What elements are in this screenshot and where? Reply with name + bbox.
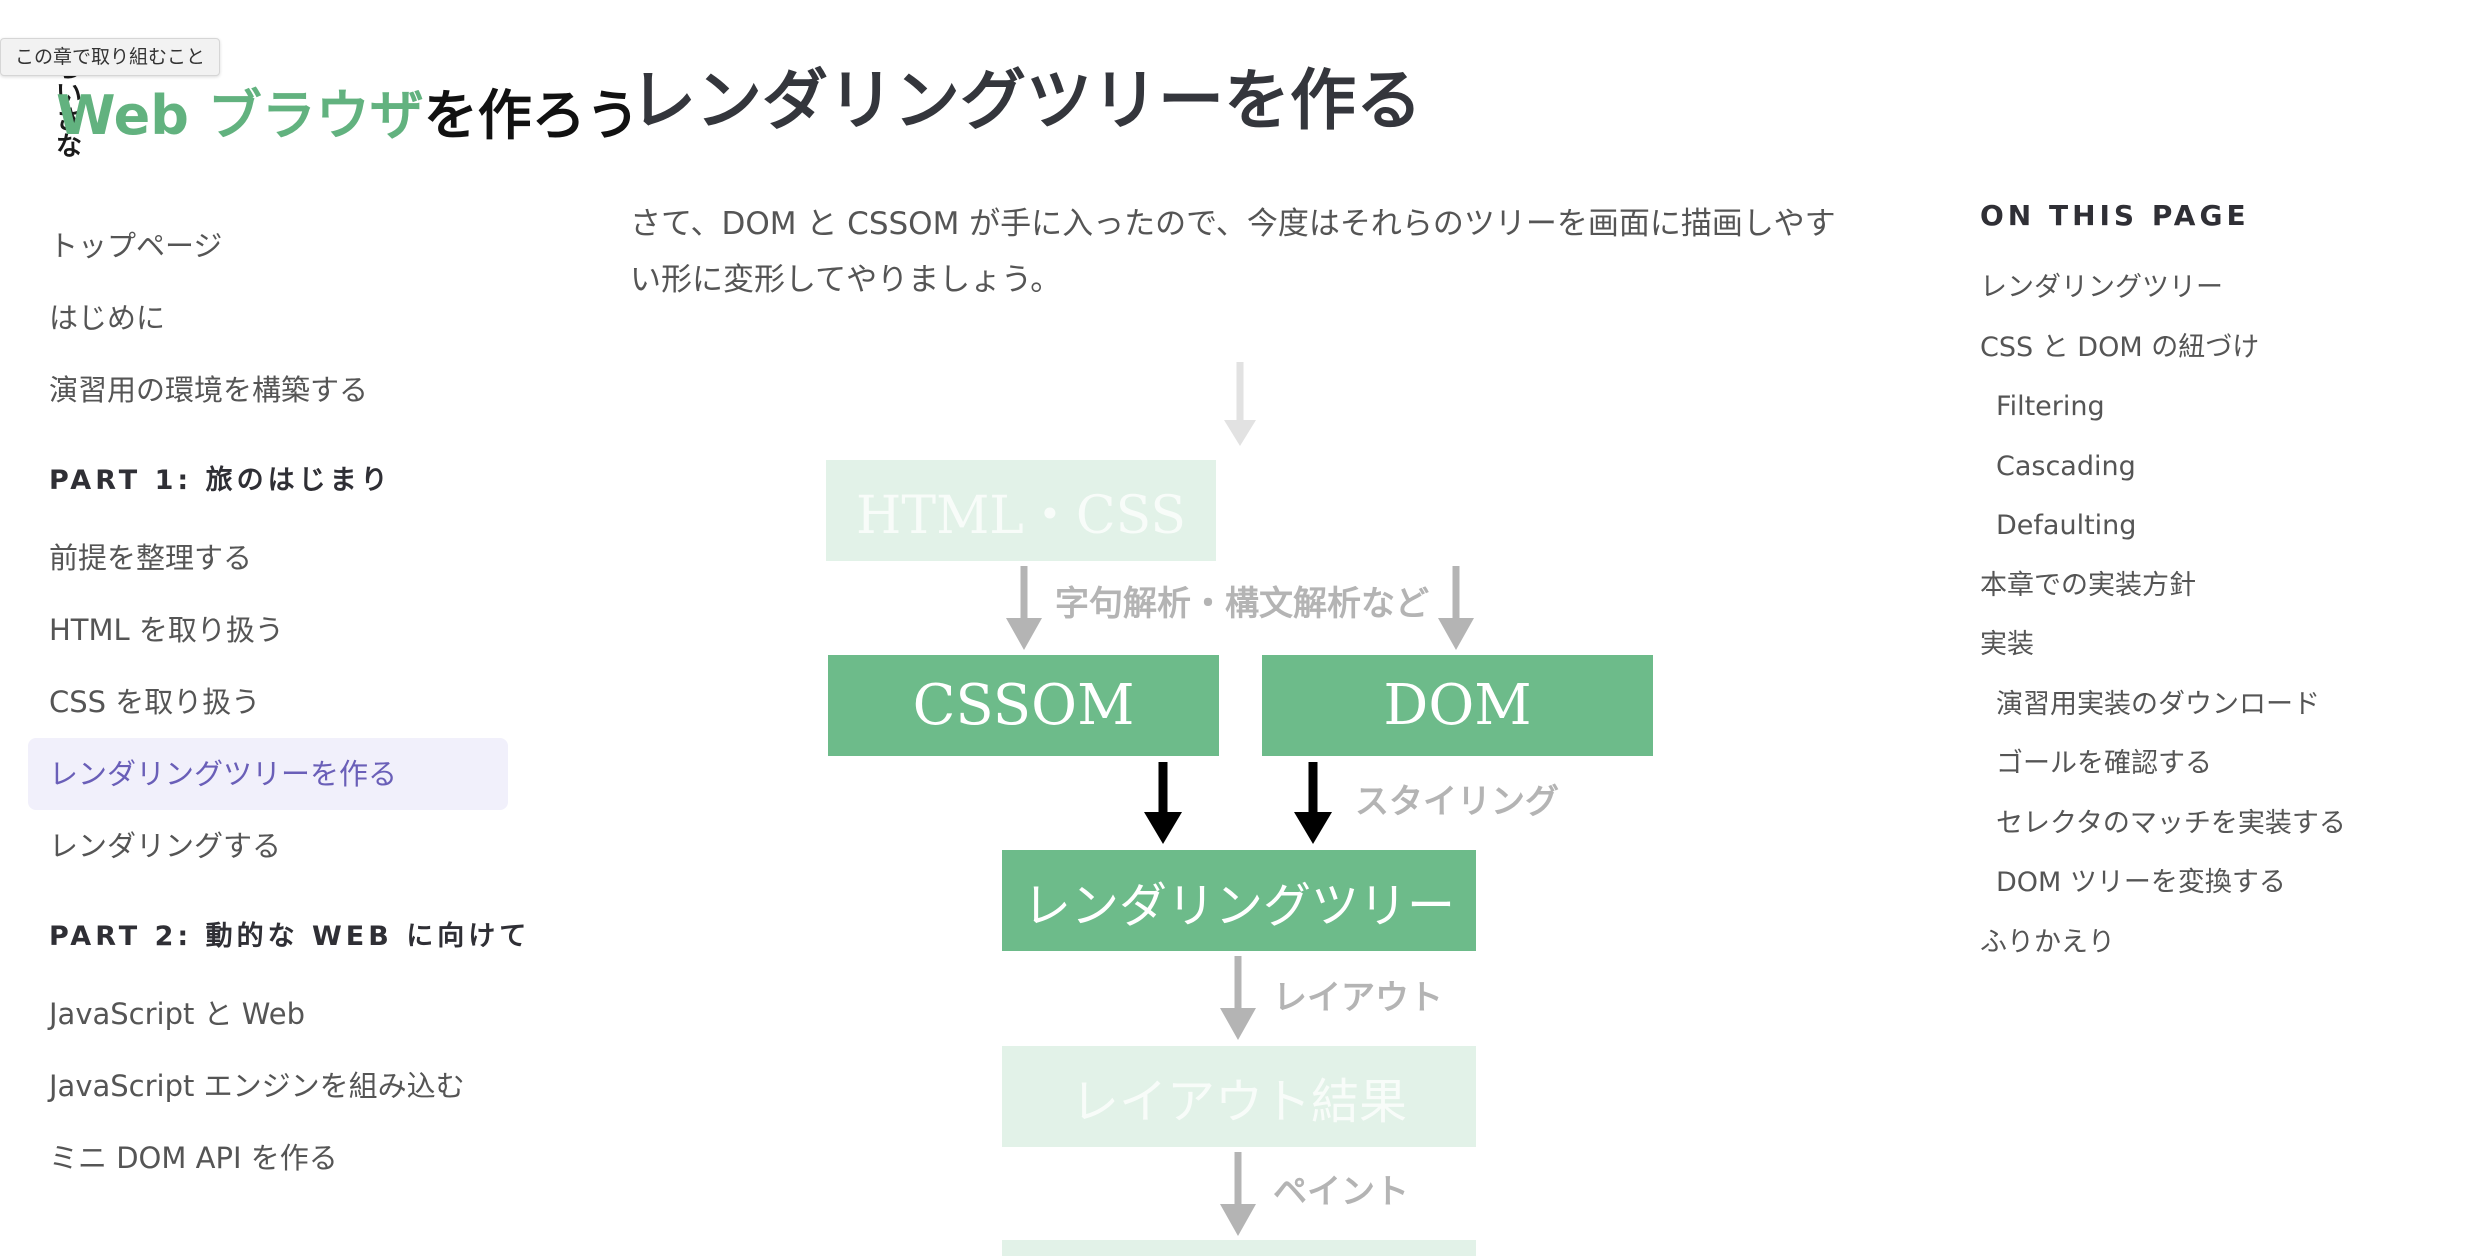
label-styling: スタイリング: [1355, 782, 1559, 822]
sidebar-item-top[interactable]: トップページ: [49, 229, 223, 263]
arrow-parse-right: [1438, 566, 1474, 650]
arrow-paint: [1220, 1152, 1256, 1236]
toc-item-goal[interactable]: ゴールを確認する: [1996, 748, 2212, 779]
toc-title: ON THIS PAGE: [1980, 199, 2250, 232]
sidebar-nav: トップページ はじめに 演習用の環境を構築する PART 1: 旅のはじまり 前…: [28, 210, 531, 1194]
tooltip: この章で取り組むこと: [0, 38, 221, 76]
arrow-styling-right: [1294, 762, 1332, 844]
diagram-arrows: [1006, 362, 1474, 1236]
arrow-to-html-css: [1224, 362, 1256, 446]
sidebar-item-intro[interactable]: はじめに: [49, 301, 166, 335]
toc-item-implementation[interactable]: 実装: [1980, 629, 2034, 660]
box-paint-result: [1002, 1240, 1476, 1256]
sidebar-item-js-engine[interactable]: JavaScript エンジンを組み込む: [49, 1069, 465, 1103]
logo-title-green: Web ブラウザ: [56, 84, 424, 147]
toc-item-convert-dom[interactable]: DOM ツリーを変換する: [1996, 867, 2286, 898]
box-html-css: HTML・CSS: [826, 460, 1216, 561]
arrow-styling-left: [1144, 762, 1182, 844]
arrow-parse-left: [1006, 566, 1042, 650]
sidebar-item-setup[interactable]: 演習用の環境を構築する: [49, 373, 369, 407]
sidebar-item-mini-dom-api[interactable]: ミニ DOM API を作る: [49, 1141, 338, 1175]
toc-item-defaulting[interactable]: Defaulting: [1996, 510, 2137, 541]
toc-item-review[interactable]: ふりかえり: [1980, 926, 2115, 958]
sidebar-item-render-tree[interactable]: レンダリングツリーを作る: [28, 738, 508, 810]
sidebar-item-html[interactable]: HTML を取り扱う: [49, 613, 284, 647]
page-title: レンダリングツリーを作る: [630, 62, 1422, 139]
toc-item-download[interactable]: 演習用実装のダウンロード: [1996, 688, 2320, 720]
logo-title-dark: を作ろう: [423, 84, 640, 147]
intro-paragraph: さて、DOM と CSSOM が手に入ったので、今度はそれらのツリーを画面に描画…: [630, 206, 1836, 298]
box-cssom: CSSOM: [828, 655, 1219, 756]
sidebar-item-css[interactable]: CSS を取り扱う: [49, 685, 261, 719]
sidebar-section-part1: PART 1: 旅のはじまり: [49, 465, 392, 496]
sidebar-item-javascript-web[interactable]: JavaScript と Web: [49, 997, 306, 1031]
box-dom: DOM: [1262, 655, 1653, 756]
label-parsing: 字句解析・構文解析など: [1055, 584, 1429, 624]
box-layout-result: レイアウト結果: [1002, 1046, 1476, 1147]
box-render-tree: レンダリングツリー: [1002, 850, 1476, 951]
table-of-contents: ON THIS PAGE レンダリングツリー CSS と DOM の紐づけ Fi…: [1980, 194, 2460, 972]
sidebar-item-prerequisites[interactable]: 前提を整理する: [49, 541, 253, 575]
toc-item-policy[interactable]: 本章での実装方針: [1980, 569, 2196, 601]
arrow-layout: [1220, 956, 1256, 1040]
label-layout: レイアウト: [1273, 978, 1443, 1018]
toc-item-cascading[interactable]: Cascading: [1996, 450, 2136, 482]
logo-title: Web ブラウザを作ろう: [56, 84, 640, 148]
sidebar-item-rendering[interactable]: レンダリングする: [49, 829, 282, 863]
toc-item-selector-match[interactable]: セレクタのマッチを実装する: [1996, 807, 2346, 839]
toc-item-filtering[interactable]: Filtering: [1996, 391, 2105, 422]
toc-item-css-dom-binding[interactable]: CSS と DOM の紐づけ: [1980, 331, 2260, 363]
toc-item-render-tree[interactable]: レンダリングツリー: [1980, 272, 2223, 303]
sidebar-section-part2: PART 2: 動的な WEB に向けて: [49, 921, 531, 952]
label-paint: ペイント: [1273, 1172, 1409, 1212]
